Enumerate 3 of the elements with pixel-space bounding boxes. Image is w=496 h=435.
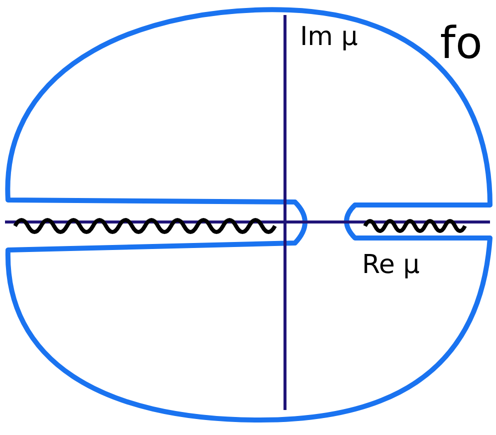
axis-label: Re μ (362, 250, 420, 280)
heading-fragment: fo (440, 18, 482, 69)
axis-label: Im μ (300, 22, 358, 52)
